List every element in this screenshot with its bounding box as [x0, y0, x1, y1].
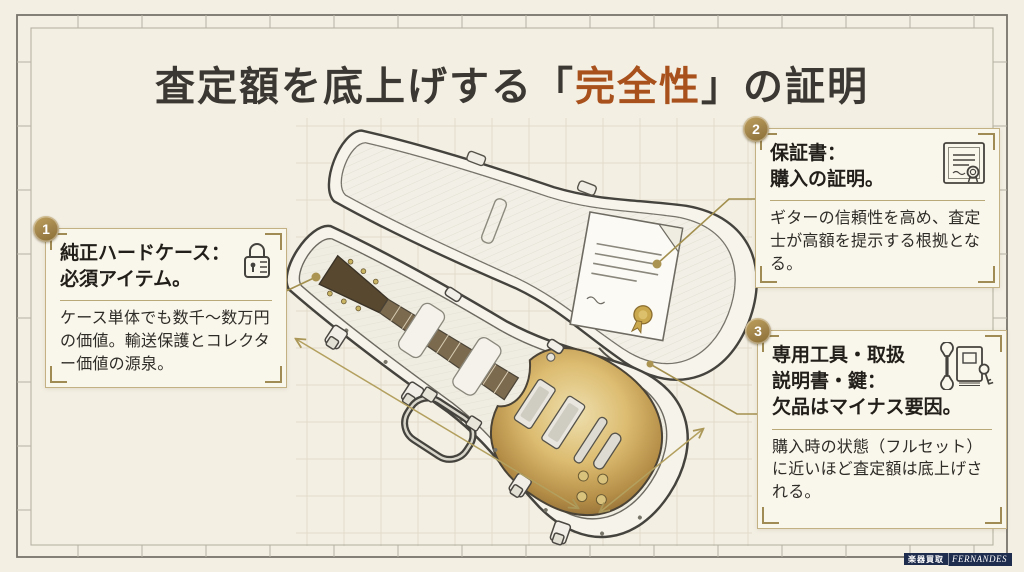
corner-bracket: [978, 133, 995, 150]
connector-dots: [311, 259, 662, 368]
title-prefix: 査定額を底上げする「: [155, 63, 575, 109]
title-suffix: 」の証明: [701, 63, 869, 109]
brand-logo: 楽器買取 FERNANDES: [904, 551, 1012, 567]
title-accent: 完全性: [575, 63, 701, 109]
divider: [772, 428, 992, 430]
corner-bracket: [760, 265, 777, 283]
corner-bracket: [762, 507, 779, 524]
corner-bracket: [265, 365, 282, 383]
annotation-title: 保証書： 購入の証明。: [770, 143, 885, 191]
annotation-body: ギターの信頼性を高め、査定士が高額を提示する根拠となる。: [770, 210, 981, 273]
corner-bracket: [265, 233, 282, 250]
corner-bracket: [50, 365, 67, 383]
corner-bracket: [50, 233, 67, 250]
annotation-title: 専用工具・取扱 説明書・鍵： 欠品はマイナス要因。: [772, 345, 962, 419]
number-badge-3: 3: [745, 318, 771, 344]
corner-bracket: [985, 335, 1002, 352]
divider: [770, 200, 985, 202]
dimension-arrows: [296, 339, 703, 512]
number-badge-2: 2: [743, 116, 769, 142]
certificate-icon: [941, 140, 987, 191]
certificate-paper: [569, 211, 684, 342]
tools-manual-key-icon: [938, 341, 994, 395]
annotation-body: ケース単体でも数千〜数万円の価値。輸送保護とコレクター価値の源泉。: [60, 310, 270, 373]
brand-logo-left: 楽器買取: [904, 553, 948, 565]
annotation-box-warranty: 2 保証書： 購入の証明。 ギターの信頼性を高め、査定士が高額を提示する根拠とな…: [743, 116, 1000, 288]
annotation-body: 購入時の状態（フルセット）に近いほど査定額は底上げされる。: [772, 438, 983, 502]
page-title: 査定額を底上げする「完全性」の証明: [0, 63, 1024, 109]
corner-bracket: [985, 507, 1002, 524]
connector-lines: [283, 198, 758, 415]
brand-logo-right: FERNANDES: [948, 552, 1012, 566]
divider: [60, 300, 272, 302]
lock-icon: [240, 240, 274, 285]
corner-bracket: [760, 133, 777, 150]
annotation-title: 純正ハードケース： 必須アイテム。: [60, 243, 231, 291]
corner-bracket: [978, 265, 995, 283]
annotation-box-hardcase: 1 純正ハードケース： 必須アイテム。 ケース単体でも数千〜数万円の価値。輸送保…: [33, 216, 287, 388]
corner-bracket: [762, 335, 779, 352]
annotation-box-accessories: 3 専用工具・取扱 説明書・鍵： 欠品はマイナス要因。 購入時の状態（フルセット…: [745, 318, 1007, 529]
number-badge-1: 1: [33, 216, 59, 242]
